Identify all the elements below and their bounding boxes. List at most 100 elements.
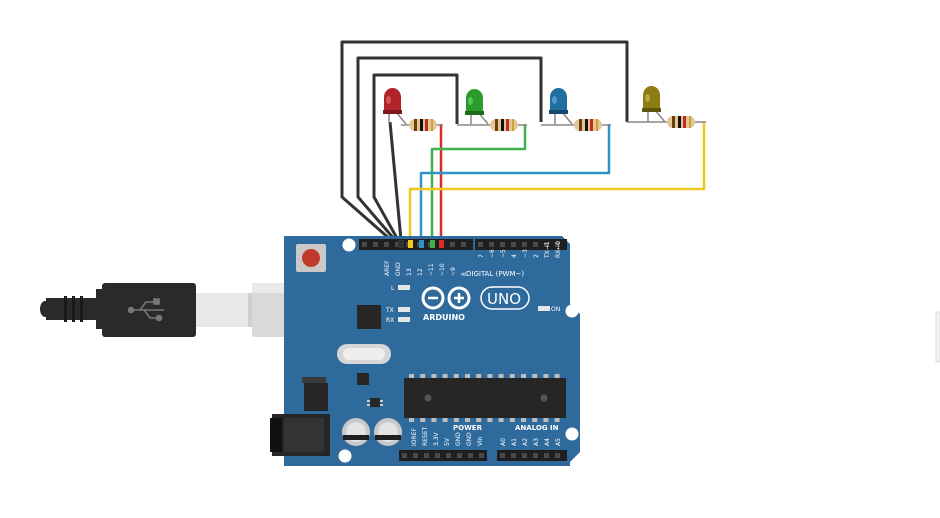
header-pin-hole[interactable]: [373, 242, 378, 247]
header-pin-hole[interactable]: [384, 242, 389, 247]
reset-button[interactable]: [296, 244, 326, 272]
header-pin-hole[interactable]: [522, 453, 527, 458]
pin-label: A5: [555, 438, 562, 446]
led-label-tx: TX: [385, 307, 394, 314]
header-pin-hole[interactable]: [544, 453, 549, 458]
chip-pin: [509, 374, 515, 378]
resistor-blue[interactable]: [541, 119, 611, 131]
usb-interface-chip: [357, 305, 381, 329]
chip-pin: [487, 418, 493, 422]
voltage-regulator: [302, 377, 328, 411]
analog-label: ANALOG IN: [515, 424, 559, 432]
capacitor: [342, 418, 370, 446]
wire-blue[interactable]: [419, 124, 611, 244]
led-blue[interactable]: [549, 88, 573, 125]
chip-pin: [420, 374, 426, 378]
resistor-red[interactable]: [401, 119, 443, 131]
header-pin-hole[interactable]: [479, 453, 484, 458]
pin-label: A2: [522, 438, 529, 446]
header-pin-hole[interactable]: [555, 242, 560, 247]
chip-pin: [431, 374, 437, 378]
header-pin-hole[interactable]: [511, 453, 516, 458]
pin-label: RX←0: [555, 241, 562, 258]
header-pin-hole[interactable]: [489, 242, 494, 247]
header-pin-hole[interactable]: [450, 242, 455, 247]
chip-pin: [431, 418, 437, 422]
ground-wire-red-led: [388, 121, 403, 241]
wire-green[interactable]: [430, 124, 527, 244]
wire-yellow[interactable]: [408, 122, 706, 244]
pin-label: ~6: [489, 249, 496, 258]
pin-label: 7: [478, 254, 485, 258]
header-pin-hole[interactable]: [395, 242, 400, 247]
uno-badge: UNO: [480, 286, 530, 310]
digital-header-right[interactable]: [475, 239, 567, 250]
chip-pin: [521, 418, 526, 422]
chip-pin: [409, 374, 414, 378]
chip-pin: [476, 374, 482, 378]
led-green[interactable]: [465, 89, 489, 125]
header-pin-hole[interactable]: [362, 242, 367, 247]
header-pin-hole[interactable]: [500, 453, 505, 458]
capacitor: [374, 418, 402, 446]
led-red[interactable]: [383, 88, 407, 125]
chip-pin: [509, 418, 515, 422]
header-pin-hole[interactable]: [533, 242, 538, 247]
header-pin-hole[interactable]: [435, 453, 440, 458]
analog-header[interactable]: [497, 450, 567, 461]
pin-label: ~5: [500, 249, 507, 258]
chip-pin: [521, 374, 526, 378]
chip-pin: [487, 374, 493, 378]
resistor-green[interactable]: [457, 119, 527, 131]
chip-pin: [554, 418, 560, 422]
pin-label: 4: [511, 254, 518, 258]
status-leds: L TX RX ON: [385, 285, 560, 324]
header-pin-hole[interactable]: [461, 242, 466, 247]
pin-label: 13: [406, 268, 413, 276]
pin-label: AREF: [384, 260, 391, 276]
digital-header-left[interactable]: [359, 239, 473, 250]
resistor-yellow[interactable]: [627, 116, 706, 128]
transistor: [367, 398, 383, 407]
chip-pin: [465, 418, 470, 422]
ground-wire-blue-led: [356, 56, 543, 241]
power-jack[interactable]: [270, 414, 330, 456]
mounting-hole: [342, 238, 356, 252]
led-label-l: L: [391, 285, 395, 292]
header-pin-hole[interactable]: [511, 242, 516, 247]
header-pin-hole[interactable]: [478, 242, 483, 247]
pin-label: ~10: [439, 263, 446, 276]
header-pin-hole[interactable]: [457, 453, 462, 458]
header-pin-hole[interactable]: [424, 453, 429, 458]
header-pin-hole[interactable]: [500, 242, 505, 247]
header-pin-hole[interactable]: [402, 453, 407, 458]
header-pin-hole[interactable]: [555, 453, 560, 458]
power-header[interactable]: [399, 450, 487, 461]
led-yellow[interactable]: [642, 86, 666, 123]
mounting-hole: [565, 304, 579, 318]
pin-label: RESET: [422, 426, 429, 446]
mounting-hole: [338, 449, 352, 463]
chip-pin: [532, 374, 538, 378]
header-pin-hole[interactable]: [446, 453, 451, 458]
wire-header-connections: [398, 240, 444, 248]
header-pin-hole[interactable]: [522, 242, 527, 247]
pin-label: ~9: [450, 267, 457, 276]
pin-label: 5V: [444, 437, 451, 446]
chip-pin: [554, 374, 560, 378]
pin-label: ~11: [428, 263, 435, 276]
header-pin-hole[interactable]: [413, 453, 418, 458]
digital-label: DIGITAL (PWM~): [466, 270, 524, 278]
pin-label: 8: [461, 272, 468, 276]
pin-label: ~3: [522, 249, 529, 258]
header-pin-hole[interactable]: [468, 453, 473, 458]
header-pin-hole[interactable]: [533, 453, 538, 458]
header-pin-hole[interactable]: [544, 242, 549, 247]
chip-pin: [409, 418, 414, 422]
pin-label: Vin: [477, 436, 484, 446]
ground-wires[interactable]: [340, 40, 629, 242]
